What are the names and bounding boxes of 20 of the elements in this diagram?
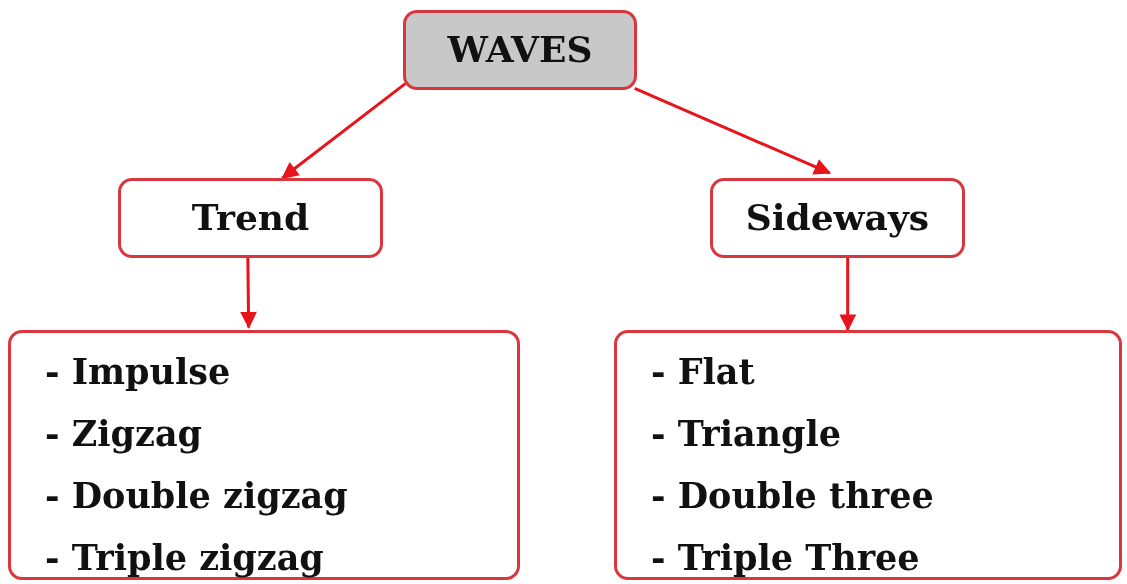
list-item: - Zigzag — [45, 412, 203, 456]
list-item: - Triple zigzag — [45, 536, 324, 580]
list-item: - Impulse — [45, 350, 231, 394]
box-label: Trend — [191, 196, 310, 240]
list-item: - Triple Three — [651, 536, 920, 580]
list-item: - Triangle — [651, 412, 842, 456]
arrow — [281, 82, 407, 180]
list-item: - Flat — [651, 350, 755, 394]
box-label: WAVES — [447, 28, 593, 72]
list-box — [8, 330, 520, 580]
title-box — [403, 10, 637, 90]
arrow — [839, 258, 857, 332]
list-box — [614, 330, 1122, 580]
list-item: - Double zigzag — [45, 474, 348, 518]
arrow — [634, 87, 832, 175]
list-item: - Double three — [651, 474, 934, 518]
category-box — [118, 178, 383, 258]
arrow — [240, 258, 257, 329]
category-box — [710, 178, 965, 258]
box-label: Sideways — [745, 196, 930, 240]
